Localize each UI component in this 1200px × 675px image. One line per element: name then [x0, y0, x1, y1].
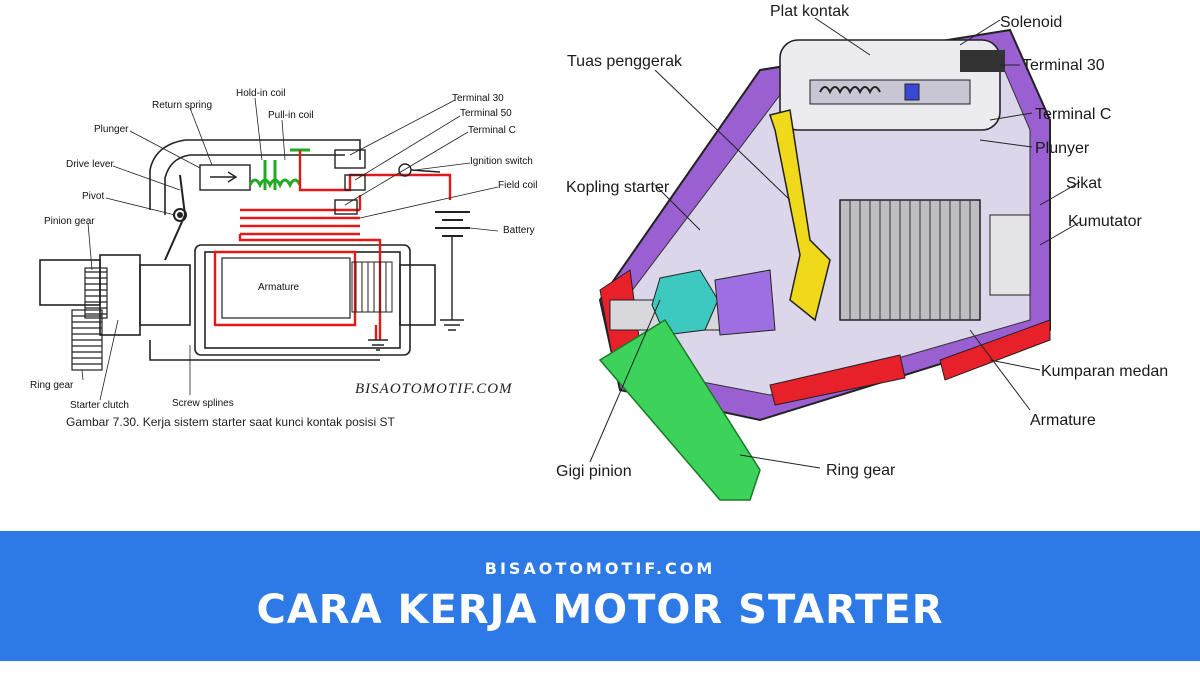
ground-symbol — [368, 339, 388, 351]
armature-body — [839, 199, 1031, 321]
label-solenoid: Solenoid — [1000, 14, 1062, 31]
label-drive-lever: Drive lever — [66, 159, 114, 170]
label-screw-splines: Screw splines — [172, 398, 234, 409]
right-leader-lines — [589, 17, 1081, 469]
armature-shape — [221, 257, 393, 319]
battery-symbol — [435, 211, 470, 331]
label-kopling-starter: Kopling starter — [566, 179, 670, 196]
ignition-switch-symbol — [398, 163, 441, 177]
label-terminal-30: Terminal 30 — [452, 93, 504, 104]
ring-gear-shape — [71, 309, 103, 371]
figure-caption: Gambar 7.30. Kerja sistem starter saat k… — [66, 415, 395, 429]
banner-site-name: BISAOTOMOTIF.COM — [484, 559, 716, 578]
watermark: BISAOTOMOTIF.COM — [355, 381, 513, 397]
label-plunger: Plunger — [94, 124, 129, 135]
label-pull-in-coil: Pull-in coil — [268, 110, 314, 121]
label-armature: Armature — [258, 282, 300, 293]
label-terminal-30-right: Terminal 30 — [1022, 57, 1105, 74]
label-pinion-gear: Pinion gear — [44, 216, 95, 227]
label-terminal-c: Terminal C — [468, 125, 516, 136]
label-terminal-c-right: Terminal C — [1035, 106, 1111, 123]
label-terminal-50: Terminal 50 — [460, 108, 512, 119]
label-return-spring: Return spring — [152, 100, 212, 111]
lever-yellow — [769, 109, 831, 322]
label-gigi-pinion: Gigi pinion — [556, 463, 632, 480]
label-plat-kontak: Plat kontak — [770, 3, 850, 20]
pinion-assembly — [609, 269, 776, 336]
starter-circuit-diagram: Hold-in coil Return spring Pull-in coil … — [30, 88, 537, 429]
pinion-gear-shape — [84, 267, 108, 319]
label-sikat: Sikat — [1066, 175, 1102, 192]
label-starter-clutch: Starter clutch — [70, 400, 129, 411]
drive-lever-shape — [164, 174, 187, 261]
ring-gear-green — [598, 318, 761, 501]
plunger-shape — [199, 164, 251, 191]
label-hold-in-coil: Hold-in coil — [236, 88, 285, 99]
pull-in-coil-shape — [248, 148, 310, 190]
terminal-block — [334, 149, 366, 215]
label-plunyer: Plunyer — [1035, 140, 1090, 157]
label-tuas-penggerak: Tuas penggerak — [567, 53, 683, 70]
left-leader-lines — [81, 97, 499, 401]
label-armature-right: Armature — [1030, 412, 1096, 429]
label-ring-gear: Ring gear — [30, 380, 74, 391]
label-kumutator: Kumutator — [1068, 213, 1142, 230]
starter-cutaway-illustration: Plat kontak Solenoid Tuas penggerak Term… — [556, 3, 1168, 501]
label-field-coil: Field coil — [498, 180, 537, 191]
solenoid-body — [779, 39, 1005, 131]
label-ring-gear-right: Ring gear — [826, 462, 896, 479]
label-ignition-switch: Ignition switch — [470, 156, 533, 167]
label-kumparan-medan: Kumparan medan — [1041, 363, 1168, 380]
label-pivot: Pivot — [82, 191, 104, 202]
title-banner: BISAOTOMOTIF.COM CARA KERJA MOTOR STARTE… — [0, 531, 1200, 661]
banner-title: CARA KERJA MOTOR STARTER — [256, 587, 944, 633]
label-battery: Battery — [503, 225, 535, 236]
